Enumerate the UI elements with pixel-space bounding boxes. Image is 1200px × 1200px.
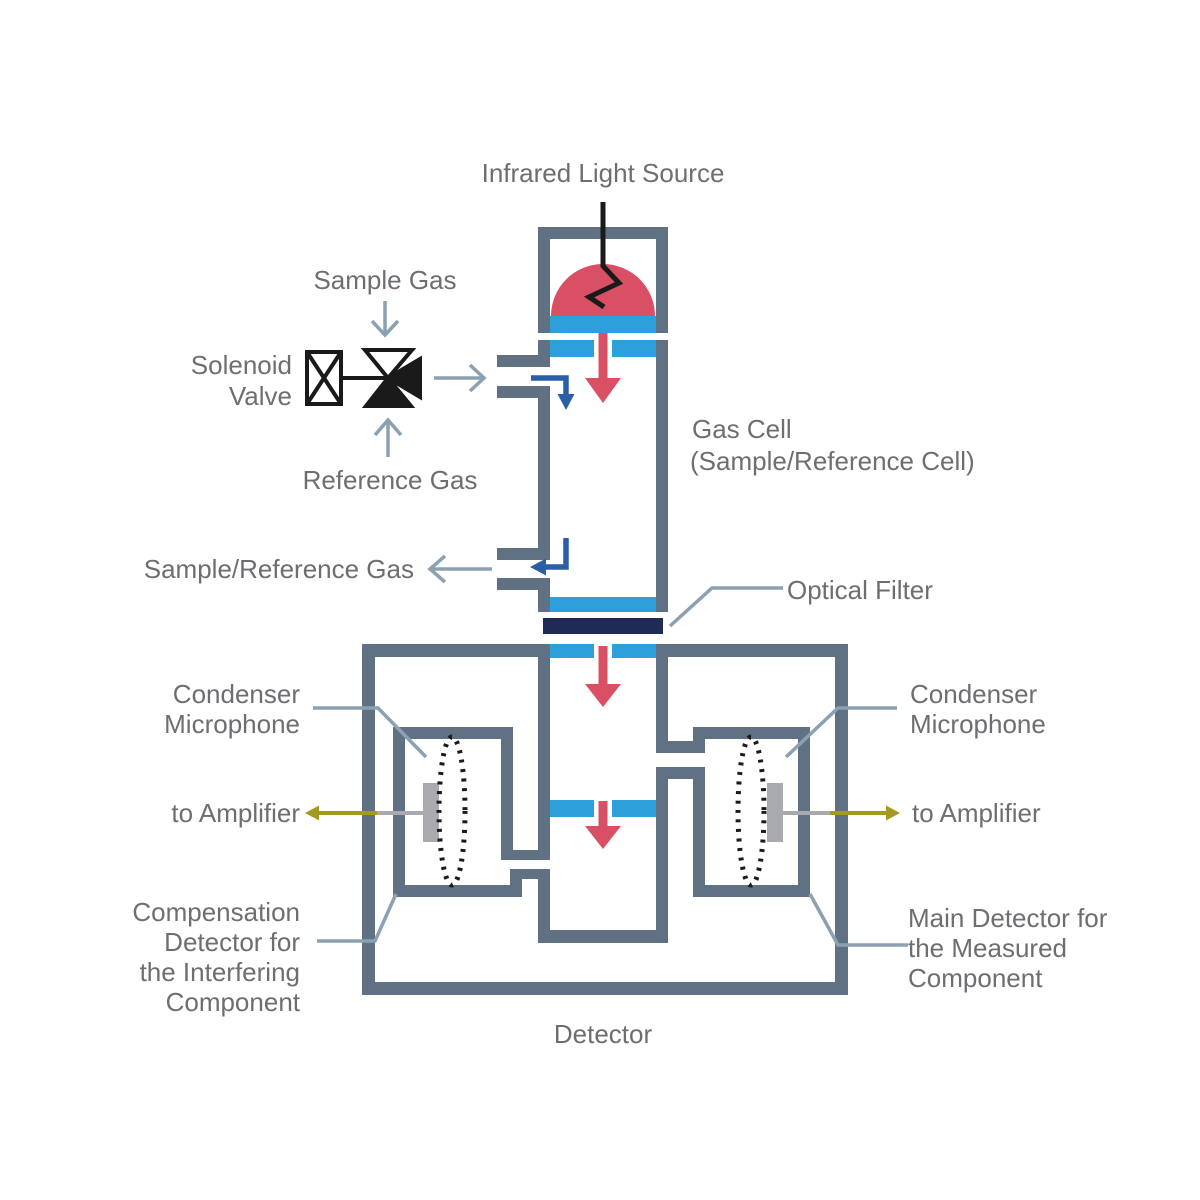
- filament-electrode: [583, 202, 624, 310]
- sample-reference-gas-label: Sample/Reference Gas: [144, 554, 414, 584]
- ir-source: [551, 202, 655, 316]
- main-detector-label-line3: Component: [908, 963, 1043, 993]
- detector-box: [362, 644, 848, 995]
- mid-detector-window-right: [612, 800, 656, 817]
- compensation-detector-label-line3: the Interfering: [140, 957, 300, 987]
- valve-outlet-arrow: [434, 363, 487, 393]
- ir-window-bands: [550, 316, 656, 817]
- compensation-chamber: [393, 727, 522, 897]
- ir-beam-arrow-middle: [585, 646, 621, 707]
- left-mic-diaphragm: [436, 734, 468, 888]
- center-column: [501, 657, 705, 943]
- inlet-flow-arrow-head: [557, 394, 575, 410]
- ir-source-label: Infrared Light Source: [482, 158, 725, 188]
- flow-arrows-blue: [530, 375, 575, 576]
- valve-port-bottom: [361, 374, 416, 408]
- outlet-flow-arrow-line: [546, 538, 569, 570]
- metal-walls: [362, 227, 848, 995]
- ir-beam-arrows: [585, 333, 621, 849]
- condenser-right-label-line2: Microphone: [910, 709, 1046, 739]
- compensation-detector-leader: [317, 893, 398, 943]
- reference-gas-label: Reference Gas: [303, 465, 478, 495]
- leader-lines: [313, 586, 908, 947]
- gas-cell-tube: [538, 340, 668, 612]
- right-amplifier-arrowhead: [886, 805, 900, 821]
- gas-io-arrows: [370, 301, 492, 584]
- solenoid-valve-label-line1: Solenoid: [191, 350, 292, 380]
- condenser-right-label-line1: Condenser: [910, 679, 1038, 709]
- gas-cell-label-line1: Gas Cell: [692, 414, 792, 444]
- optical-filter-leader: [668, 586, 783, 628]
- solenoid-valve-symbol: [305, 348, 422, 408]
- optical-filter-label: Optical Filter: [787, 575, 933, 605]
- ir-beam-arrow-bottom: [585, 801, 621, 849]
- detector-label: Detector: [554, 1019, 653, 1049]
- main-detector-leader: [808, 893, 908, 947]
- to-amplifier-left-label: to Amplifier: [171, 798, 300, 828]
- cell-top-window-left: [550, 340, 594, 357]
- right-mic-backplate: [767, 783, 783, 842]
- labels: Infrared Light Source Sample Gas Solenoi…: [132, 158, 1107, 1049]
- left-mic-backplate: [423, 783, 439, 842]
- left-amplifier-arrowhead: [305, 805, 319, 821]
- amplifier-leads: [305, 805, 900, 821]
- compensation-detector-label-line4: Component: [166, 987, 301, 1017]
- ir-source-housing: [538, 227, 668, 333]
- sample-gas-arrow: [370, 301, 400, 338]
- solenoid-valve-label-line2: Valve: [229, 381, 292, 411]
- cell-top-window-right: [612, 340, 656, 357]
- outlet-flow-arrow-head: [530, 558, 546, 576]
- main-detector-label-line2: the Measured: [908, 933, 1067, 963]
- condenser-left-label-line2: Microphone: [164, 709, 300, 739]
- gas-cell-label-line2: (Sample/Reference Cell): [690, 446, 975, 476]
- to-amplifier-right-label: to Amplifier: [912, 798, 1041, 828]
- sample-gas-label: Sample Gas: [313, 265, 456, 295]
- cell-bottom-window: [550, 597, 656, 612]
- compensation-detector-label-line2: Detector for: [164, 927, 300, 957]
- main-detector-label-line1: Main Detector for: [908, 903, 1108, 933]
- outlet-pipe: [497, 548, 550, 590]
- valve-coil-cross: [305, 350, 343, 406]
- inlet-pipe: [497, 355, 550, 398]
- detector-entry-window-left: [550, 644, 594, 658]
- condenser-left-leader: [313, 706, 428, 759]
- valve-port-top: [360, 348, 417, 382]
- condenser-right-leader: [784, 706, 897, 759]
- compensation-detector-label-line1: Compensation: [132, 897, 300, 927]
- microphones: [423, 734, 783, 888]
- optical-filter-band: [543, 618, 663, 634]
- ir-beam-arrow-top: [585, 333, 621, 403]
- reference-gas-arrow: [373, 417, 403, 457]
- main-chamber: [693, 727, 810, 897]
- detector-entry-window-right: [612, 644, 656, 658]
- valve-port-right: [384, 355, 422, 401]
- right-mic-diaphragm: [735, 734, 767, 888]
- inlet-flow-arrow-line: [531, 375, 569, 394]
- mid-detector-window-left: [550, 800, 594, 817]
- sample-reference-out-arrow: [427, 554, 492, 584]
- source-window: [550, 316, 656, 333]
- condenser-left-label-line1: Condenser: [173, 679, 301, 709]
